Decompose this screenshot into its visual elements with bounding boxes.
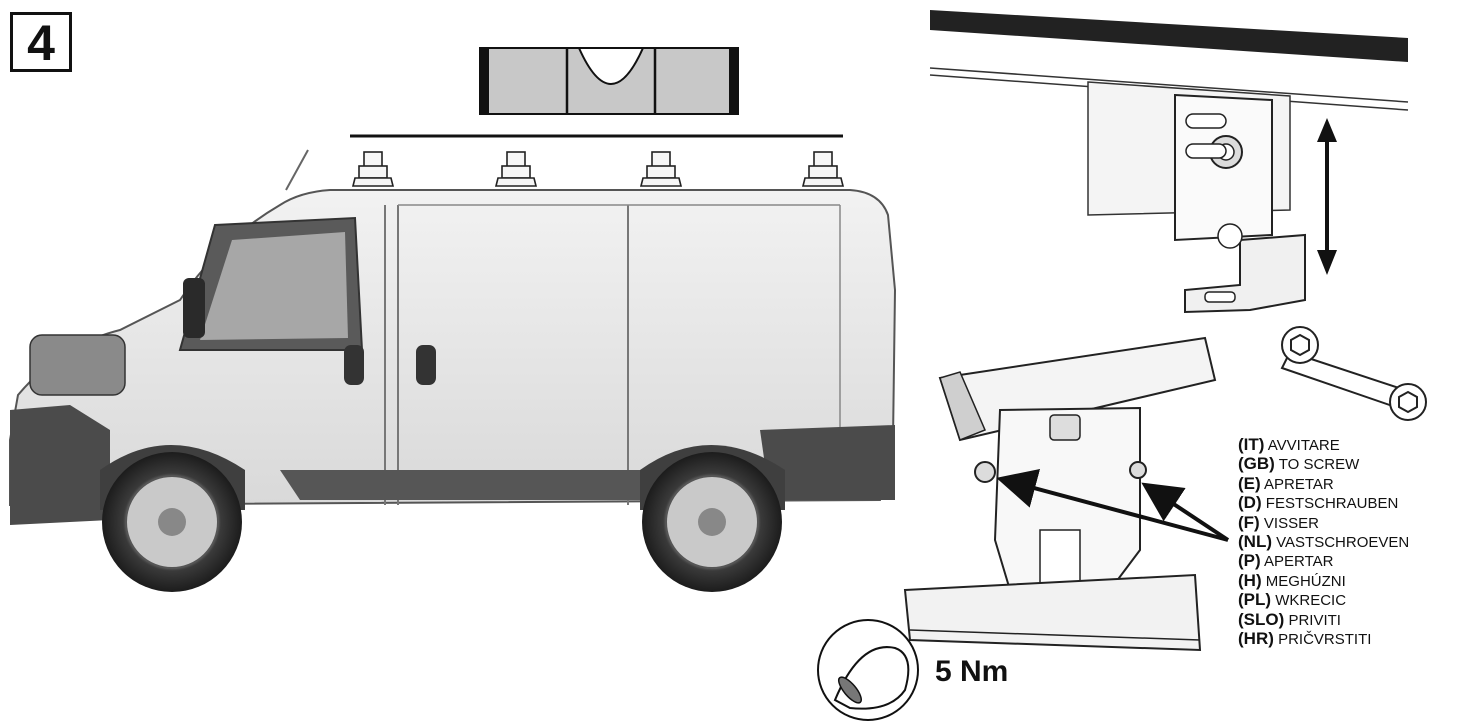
torque-value: 5 Nm	[935, 655, 1009, 688]
legend-item: (D) FESTSCHRAUBEN	[1238, 494, 1453, 513]
legend-text: AVVITARE	[1267, 437, 1340, 454]
legend-item: (SLO) PRIVITI	[1238, 609, 1453, 630]
legend-item: (PL) WKRECIC	[1238, 591, 1453, 610]
legend-code: (IT)	[1238, 435, 1265, 454]
legend-code: (H)	[1238, 570, 1262, 590]
legend-code: (D)	[1238, 493, 1262, 513]
step-number: 4	[10, 12, 72, 72]
legend-code: (P)	[1238, 551, 1261, 571]
legend-item: (E) APRETAR	[1238, 473, 1453, 494]
pointer-arrow-left	[996, 468, 1229, 542]
legend-text: WKRECIC	[1275, 592, 1347, 610]
wrench-icon	[1280, 326, 1427, 421]
translation-legend: (IT) AVVITARE (GB) TO SCREW (E) APRETAR …	[1238, 435, 1453, 649]
van-icon	[9, 149, 897, 592]
legend-code: (SLO)	[1238, 609, 1285, 629]
legend-text: PRIVITI	[1288, 611, 1341, 629]
legend-code: (HR)	[1238, 629, 1274, 649]
legend-item: (HR) PRIČVRSTITI	[1238, 629, 1453, 649]
legend-text: VISSER	[1263, 514, 1319, 532]
arm-flex-icon	[817, 619, 919, 721]
legend-text: FESTSCHRAUBEN	[1265, 495, 1399, 513]
legend-code: (GB)	[1238, 454, 1275, 474]
legend-item: (H) MEGHÚZNI	[1238, 570, 1453, 591]
legend-text: MEGHÚZNI	[1265, 572, 1346, 590]
legend-code: (F)	[1238, 512, 1260, 532]
legend-item: (P) APERTAR	[1238, 552, 1453, 571]
spirit-level-icon	[479, 47, 739, 115]
legend-code: (E)	[1238, 473, 1261, 493]
legend-item: (IT) AVVITARE	[1238, 435, 1453, 455]
legend-code: (NL)	[1238, 532, 1272, 552]
legend-text: APERTAR	[1264, 553, 1334, 571]
legend-text: VASTSCHROEVEN	[1276, 534, 1410, 552]
legend-text: APRETAR	[1264, 475, 1334, 493]
bracket-detail-icon	[929, 10, 1409, 314]
legend-text: PRIČVRSTITI	[1278, 631, 1372, 649]
pointer-arrow-right	[1141, 482, 1230, 542]
legend-text: TO SCREW	[1278, 456, 1360, 474]
legend-item: (GB) TO SCREW	[1238, 455, 1453, 474]
legend-item: (F) VISSER	[1238, 512, 1453, 533]
roof-foot-icon	[351, 151, 845, 187]
legend-item: (NL) VASTSCHROEVEN	[1238, 532, 1453, 552]
legend-code: (PL)	[1238, 590, 1272, 610]
